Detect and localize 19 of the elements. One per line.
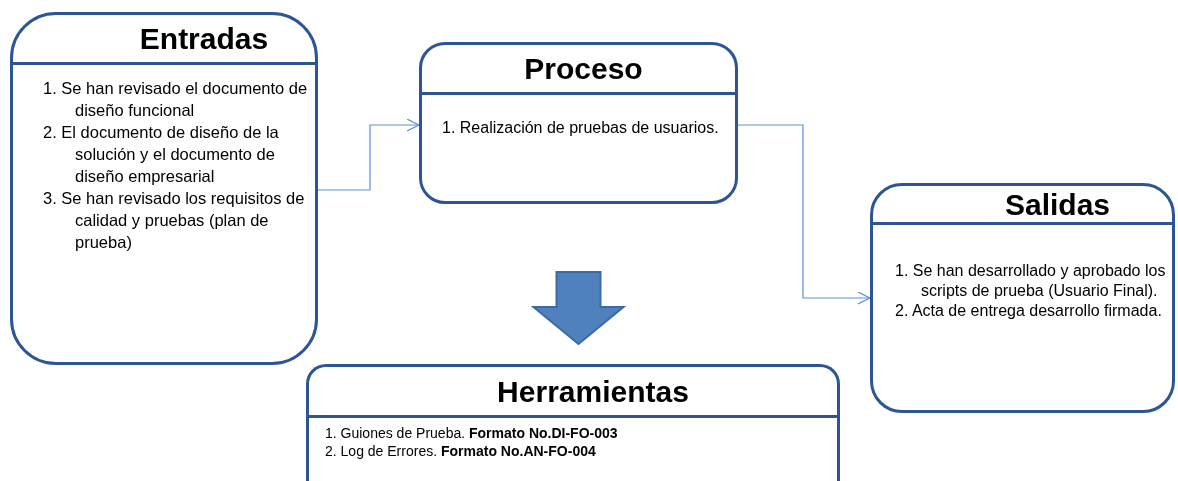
list-item: 2. Acta de entrega desarrollo firmada. xyxy=(895,301,1163,321)
rounded-box xyxy=(306,364,840,481)
list-item: 1. Guiones de Prueba. Formato No.DI-FO-003 xyxy=(325,424,619,442)
rounded-box xyxy=(419,42,738,204)
block-arrow xyxy=(530,271,627,346)
box-heading: Entradas xyxy=(138,21,269,57)
list-item: 1. Se han revisado el documento de diseño funcional xyxy=(43,78,309,121)
list-item: 1. Realización de pruebas de usuarios. xyxy=(442,118,720,138)
rounded-box xyxy=(870,183,1175,413)
connector-arrow xyxy=(317,118,420,191)
rounded-box xyxy=(10,12,318,365)
box-heading: Herramientas xyxy=(496,373,689,410)
box-heading: Proceso xyxy=(523,51,643,87)
list-item: 2. El documento de diseño de la solución y el documento de diseño empresarial xyxy=(43,122,280,187)
list-item: 1. Se han desarrollado y aprobado los scripts de prueba (Usuario Final). xyxy=(895,261,1166,301)
list-item: 2. Log de Errores. Formato No.AN-FO-004 xyxy=(325,442,597,460)
box-heading: Salidas xyxy=(1003,186,1111,223)
list-item: 3. Se han revisado los requisitos de calidad y pruebas (plan de prueba) xyxy=(43,188,306,253)
connector-arrow xyxy=(737,124,871,305)
